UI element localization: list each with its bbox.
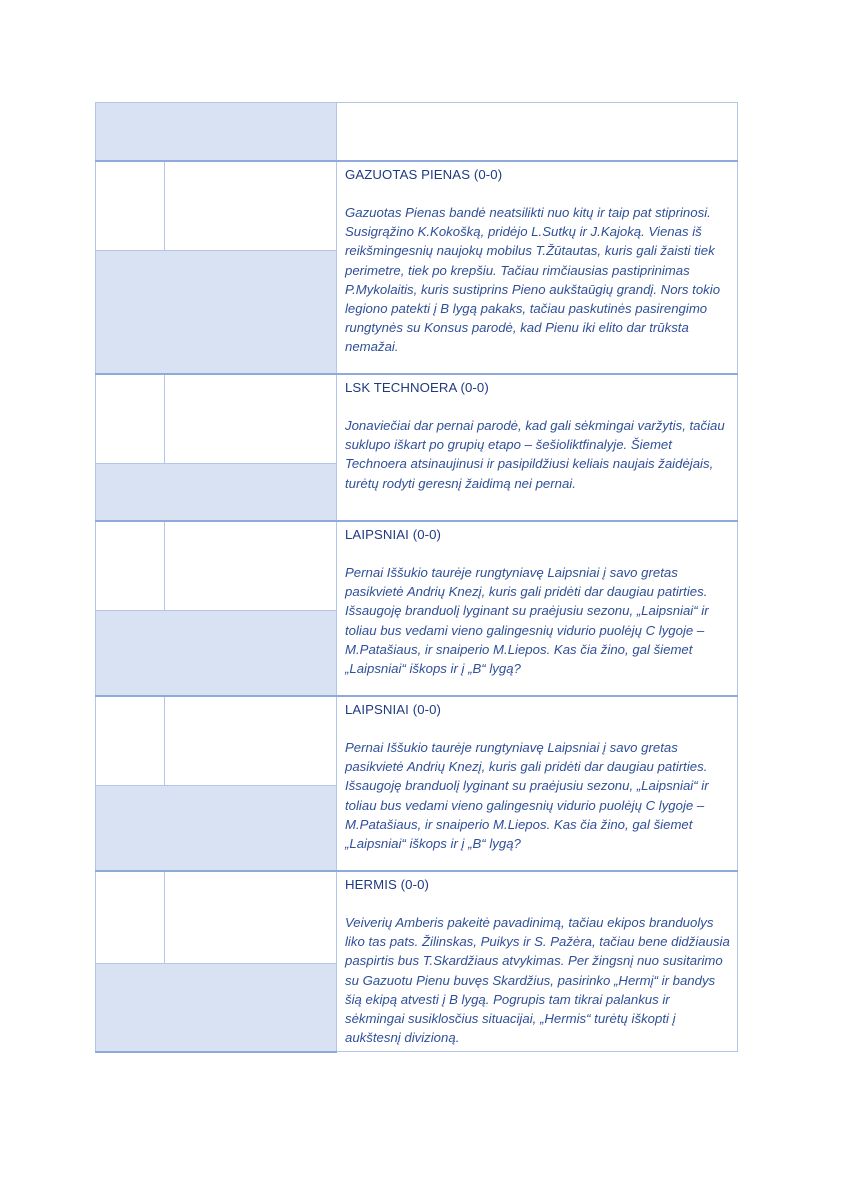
logo-cell: [95, 870, 165, 965]
name-cell: [164, 520, 337, 611]
team-row-top: LAIPSNIAI (0-0) Pernai Iššukio taurėje r…: [95, 520, 738, 697]
name-cell: [164, 373, 337, 464]
team-title: LAIPSNIAI (0-0): [345, 527, 442, 542]
team-description: Pernai Iššukio taurėje rungtyniavę Laips…: [345, 740, 709, 852]
team-title: GAZUOTAS PIENAS (0-0): [345, 167, 503, 182]
team-row-bottom: [95, 963, 738, 1053]
team-row-bottom: [95, 785, 738, 872]
team-row-top: GAZUOTAS PIENAS (0-0) Gazuotas Pienas ba…: [95, 160, 738, 375]
name-cell: [164, 160, 337, 251]
team-row-bottom: [95, 610, 738, 697]
team-text-cell: LSK TECHNOERA (0-0) Jonaviečiai dar pern…: [336, 373, 738, 522]
logo-cell: [95, 373, 165, 464]
team-title: LSK TECHNOERA (0-0): [345, 380, 489, 395]
team-description: Gazuotas Pienas bandė neatsilikti nuo ki…: [345, 205, 721, 355]
header-empty-cell: [336, 102, 738, 162]
team-row-top: HERMIS (0-0) Veiverių Amberis pakeitė pa…: [95, 870, 738, 1053]
team-text-cell: HERMIS (0-0) Veiverių Amberis pakeitė pa…: [336, 870, 738, 1053]
team-title: HERMIS (0-0): [345, 877, 429, 892]
team-description: Veiverių Amberis pakeitė pavadinimą, tač…: [345, 915, 730, 1046]
shaded-cell: [95, 785, 337, 872]
shaded-cell: [95, 463, 337, 522]
team-text-cell: LAIPSNIAI (0-0) Pernai Iššukio taurėje r…: [336, 695, 738, 872]
shaded-cell: [95, 963, 337, 1053]
shaded-cell: [95, 610, 337, 697]
team-row-top: LSK TECHNOERA (0-0) Jonaviečiai dar pern…: [95, 373, 738, 522]
name-cell: [164, 870, 337, 965]
team-title: LAIPSNIAI (0-0): [345, 702, 442, 717]
shaded-cell: [95, 250, 337, 375]
team-description: Jonaviečiai dar pernai parodė, kad gali …: [345, 418, 725, 491]
team-row-top: LAIPSNIAI (0-0) Pernai Iššukio taurėje r…: [95, 695, 738, 872]
header-shaded-cell: [95, 102, 337, 162]
team-description: Pernai Iššukio taurėje rungtyniavę Laips…: [345, 565, 709, 677]
logo-cell: [95, 520, 165, 611]
team-text-cell: LAIPSNIAI (0-0) Pernai Iššukio taurėje r…: [336, 520, 738, 697]
team-text-cell: GAZUOTAS PIENAS (0-0) Gazuotas Pienas ba…: [336, 160, 738, 375]
logo-cell: [95, 160, 165, 251]
teams-table: GAZUOTAS PIENAS (0-0) Gazuotas Pienas ba…: [95, 102, 738, 1053]
name-cell: [164, 695, 337, 786]
table-header-row: [95, 102, 738, 162]
logo-cell: [95, 695, 165, 786]
team-row-bottom: [95, 250, 738, 375]
